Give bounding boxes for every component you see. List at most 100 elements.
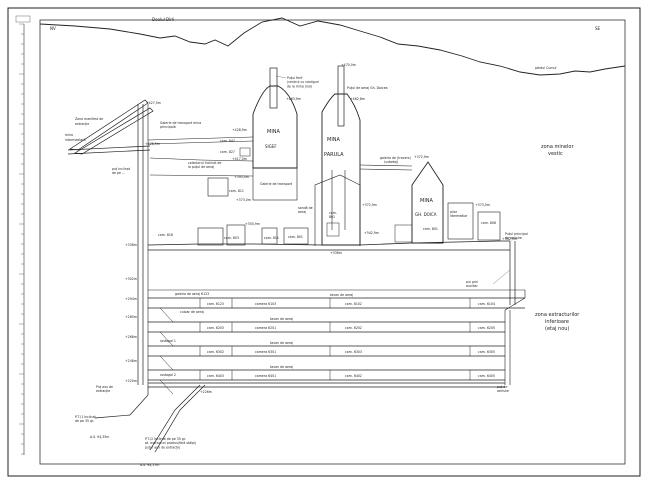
bottom-mid-label: P.T./2 înclinat de pe 35 gr.pt. extractu… (145, 437, 196, 449)
pillar-block (447, 202, 474, 240)
level-cam-label: cam. 6303 (345, 350, 362, 354)
level-cam-label: cam. 6302 (207, 350, 224, 354)
mine-doica-sub: GH. DOICA (415, 212, 437, 217)
mine-parula-sub: PARULA (324, 152, 344, 158)
level-label-tavan: tavan de aeraj (270, 317, 293, 321)
level-cam-label: camera 6301 (255, 350, 276, 354)
left-top-label-2: extracție (75, 122, 89, 126)
shaft-sigef-headframe (269, 67, 278, 109)
creek-label: pârâul Cumul (535, 66, 557, 70)
inner-frame (39, 19, 626, 465)
level-label-tavan-2: tavan de aeraj (270, 341, 293, 345)
elev-350: +350,9m (245, 222, 260, 226)
level-cam-label: cam. 6104 (478, 302, 495, 306)
level-label-tavan-3: tavan de aeraj (270, 365, 293, 369)
cam-827-box (239, 147, 251, 157)
level-cam-label: camera 6401 (255, 374, 276, 378)
cam-mid: cam. 811 (264, 236, 279, 240)
parula-lower-outline (314, 174, 361, 246)
cam-801-doi: cam. 801 (423, 227, 438, 231)
elev-417: +417,0m (232, 157, 247, 161)
incline-lower-3 (154, 384, 206, 453)
gallery-transport-2 (147, 140, 254, 145)
gallery-417 (149, 157, 254, 162)
drawing-frame (7, 7, 641, 477)
bottom-left-as: A.S. 94,35m (90, 435, 109, 439)
shaft-doicea-label: Puțul de aeraj Gh. Doicea (347, 86, 388, 90)
elev-372-top: +372,9m (414, 155, 429, 159)
elev-342: +342,9m (364, 231, 379, 235)
cam-801-block (283, 227, 309, 245)
mine-sigef-title: MINA (267, 129, 281, 135)
level-338-top (147, 240, 510, 246)
elev-336: +336m (330, 251, 342, 255)
cam-827: cam. 827 (220, 150, 235, 154)
elev-427: +427,0m (146, 101, 161, 105)
elevation-scale-ticks (19, 23, 24, 455)
left-top-label-4: intermediară (65, 138, 86, 142)
level-top-label-2: tavan de aeraj (330, 293, 353, 297)
aeraj-gallery-label-2: (subetaj) (384, 160, 398, 164)
elev-4628: +462,8m (350, 97, 365, 101)
leader-right (492, 269, 511, 285)
elev-248: +248m (125, 359, 137, 363)
cam-803: cam. 803 (224, 236, 239, 240)
cam-818-block (197, 227, 224, 246)
bottom-mid-as: A.S. 94,17m (140, 463, 159, 467)
level-cam-label: cam. 6202 (345, 326, 362, 330)
elev-342-r: +342,9m (502, 237, 517, 241)
incline-upper-2 (73, 107, 154, 155)
level-ramp (159, 331, 174, 347)
level-cam-label: cam. 6102 (345, 302, 362, 306)
corner-nw-label: NV (50, 26, 56, 31)
level-cam-label: cam. 6402 (345, 374, 362, 378)
level-cam-label: camera 6103 (255, 302, 276, 306)
level-cam-label: cam. 6403 (207, 374, 224, 378)
mine-sigef-sub: SIGEF (265, 144, 277, 149)
level-cam-label: cam. 6123 (207, 302, 224, 306)
ridge-label: Dealul Dîrli (152, 17, 174, 22)
elev-285: +285m (125, 315, 137, 319)
elev-226: +226m (200, 390, 212, 394)
elev-395: +395,0m (234, 175, 249, 179)
block-cam-811 (207, 177, 229, 197)
level-ramp (159, 355, 174, 371)
cam-803-block (226, 224, 246, 246)
cam-847: cam. 847 (220, 139, 235, 143)
level-cam-label: camera 6201 (255, 326, 276, 330)
level-label-rostogol2: rostogol 2 (160, 373, 176, 377)
elev-428: +428,9m (232, 128, 247, 132)
elev-338: +338m (125, 243, 137, 247)
level-cam-label: cam. 6305 (478, 350, 495, 354)
level-ramp (159, 307, 174, 323)
mine-parula-shape (321, 93, 361, 246)
elev-373-r: +373,0m (475, 203, 490, 207)
gallery-395 (149, 174, 254, 177)
scale-header (15, 15, 31, 23)
elev-4265: +426,5m (145, 142, 160, 146)
level-label-rostogol1: rostogol 1 (160, 339, 176, 343)
elev-470: +470,0m (341, 63, 356, 67)
cam-818: cam. 818 (158, 233, 173, 237)
incline-lower-1 (94, 385, 149, 419)
aeraj-gallery-label: galeria de (travers) (380, 156, 411, 160)
level-cam-label: cam. 6205 (478, 326, 495, 330)
adit-main (67, 145, 151, 151)
mine-parula-title: MINA (327, 137, 341, 143)
extraction-levels: cam. 6123 camera 6103 cam. 6102 cam. 6104 ca… (148, 289, 526, 395)
elev-463: +463,9m (286, 97, 301, 101)
gallery-parula-doica-2 (359, 168, 413, 171)
